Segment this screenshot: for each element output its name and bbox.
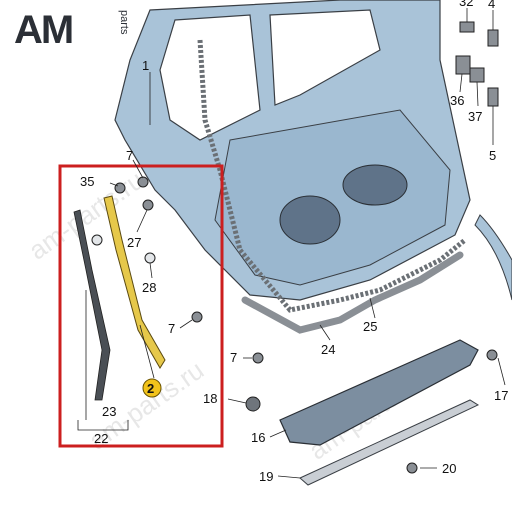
callout-27: 27 [127,235,141,250]
seal-23 [73,209,111,401]
callout-28: 28 [142,280,156,295]
callout-2: 2 [147,381,154,396]
leader-24 [319,324,331,341]
callout-23: 23 [102,404,116,419]
seal-24 [241,251,464,334]
leader-7b [179,319,193,329]
callout-7b: 7 [168,321,175,336]
callout-7c: 7 [230,350,237,365]
door-seal-strip [197,39,467,313]
leader-28 [149,262,153,279]
clip-4 [487,29,499,47]
callout-25: 25 [363,319,377,334]
leader-2 [139,324,155,379]
badge-2 [142,378,162,398]
callout-19: 19 [259,469,273,484]
sill-trim-16 [279,339,479,446]
clip-28 [144,252,156,264]
leader-17 [497,357,506,386]
leader-18 [227,398,247,404]
screw-7b [191,311,203,323]
leader-35 [109,182,119,187]
clip-37 [469,67,485,83]
leader-27 [136,209,148,233]
leader-16 [269,429,287,438]
grommet-18 [245,396,261,412]
callout-37: 37 [468,109,482,124]
strip-19 [299,399,480,486]
callout-20: 20 [442,461,456,476]
callout-4: 4 [488,0,495,11]
leader-36 [459,73,463,93]
window-opening-rear [269,9,381,106]
callout-24: 24 [321,342,335,357]
clip-32 [459,21,475,33]
clip-5 [487,87,499,107]
clip-23a [91,234,103,246]
callout-22: 22 [94,431,108,446]
callout-16: 16 [251,430,265,445]
highlight-box [58,164,224,448]
callout-36: 36 [450,93,464,108]
speaker-opening-2 [342,164,408,206]
logo-parts: parts [118,10,130,35]
screw-20 [406,462,418,474]
clip-36 [455,55,471,75]
callout-18: 18 [203,391,217,406]
inner-panel [214,109,451,286]
clip-35 [114,182,126,194]
logo-am: AM [14,8,74,52]
callout-7a: 7 [126,148,133,163]
speaker-opening [279,195,341,245]
callout-1: 1 [142,58,149,73]
bracket-22-23 [77,420,129,431]
body-right-edge [474,214,512,301]
callout-17: 17 [494,388,508,403]
screw-17 [486,349,498,361]
callout-32: 32 [459,0,473,9]
callout-5: 5 [489,148,496,163]
leader-19 [277,475,301,479]
leader-7a [132,159,144,179]
leader-37 [476,81,479,107]
callout-35: 35 [80,174,94,189]
clip-27 [142,199,154,211]
strip-2 [103,195,166,369]
window-opening [159,14,261,141]
screw-7c [252,352,264,364]
clip-near-7 [137,176,149,188]
leader-25 [369,297,376,319]
